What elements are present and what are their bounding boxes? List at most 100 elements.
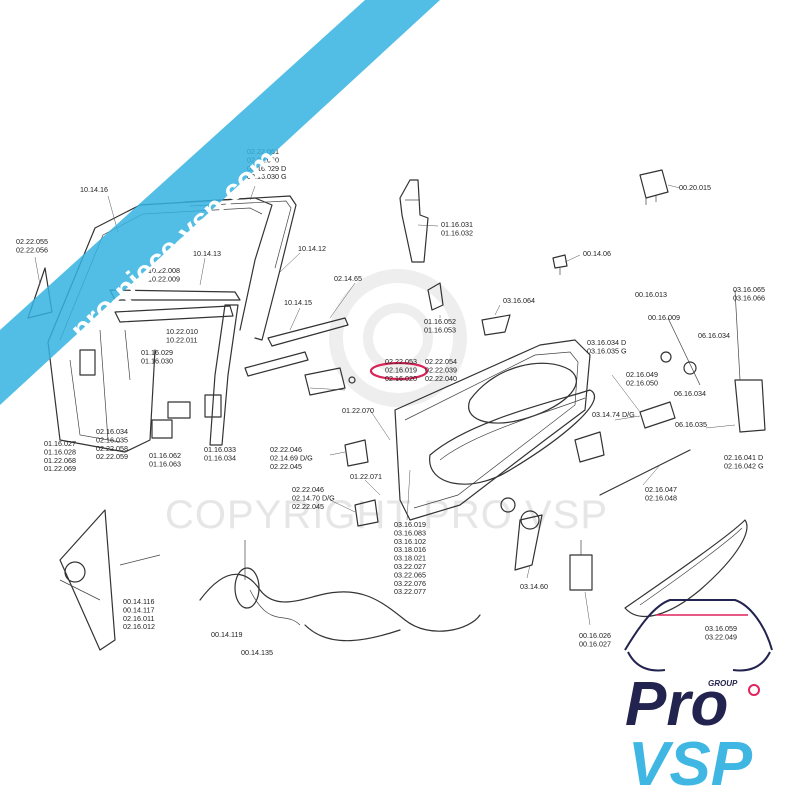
part-number: 01.16.052 (424, 317, 456, 326)
leader-lines (34, 184, 736, 626)
part-number: 02.16.050 (626, 378, 658, 387)
part-number: 03.16.034 D (587, 338, 626, 347)
part-number: 10.14.16 (80, 185, 108, 194)
relay-part (639, 169, 669, 205)
copyright-text: COPYRIGHT PRO VSP (165, 493, 608, 537)
part-number: 01.16.031 (441, 220, 473, 229)
part-number: 00.20.015 (679, 183, 711, 192)
part-number: 02.16.020 (385, 374, 417, 383)
label-group-08: 10.14.15 (284, 298, 312, 307)
label-group-30: 03.14.74 D/G (592, 410, 635, 419)
part-number: 03.16.019 (394, 520, 426, 529)
part-number: 02.16.030 G (247, 172, 287, 181)
part-number: 00.14.116 (123, 597, 154, 606)
provsp-logo: GROUP Pro VSP (624, 599, 773, 799)
door-panel-part (394, 339, 596, 521)
banner-strip (0, 0, 440, 405)
part-number: 03.16.066 (733, 293, 765, 302)
part-number: 02.16.048 (645, 493, 677, 502)
part-number: 01.16.034 (204, 453, 236, 462)
part-number: 10.14.13 (193, 249, 221, 258)
part-number: 03.22.076 (394, 579, 426, 588)
part-number: 02.14.70 D/G (292, 493, 335, 502)
part-number: 01.16.030 (141, 356, 173, 365)
small-parts (344, 439, 516, 527)
small-bracket-part (427, 282, 444, 311)
part-number: 02.14.65 (334, 274, 362, 283)
label-group-22: 00.16.009 (648, 313, 680, 322)
part-number: 01.16.062 (149, 451, 181, 460)
part-number: 06.16.034 (698, 331, 730, 340)
highlight-circle (369, 361, 429, 381)
label-group-38: 03.14.60 (520, 582, 548, 591)
label-group-07: 02.14.65 (334, 274, 362, 283)
window-crank-part (514, 510, 543, 571)
hinge-plate-part (304, 367, 356, 396)
part-number: 02.16.029 D (247, 164, 286, 173)
armrest-part (624, 519, 748, 617)
bracket-part (399, 179, 429, 263)
handle-cup-part (481, 314, 511, 336)
glass-seal-strip (184, 195, 297, 341)
clip-part (552, 254, 568, 275)
part-number: 01.16.027 (44, 439, 76, 448)
part-number: 10.22.009 (148, 274, 180, 283)
part-number: 06.16.034 (674, 389, 706, 398)
label-group-16: 00.20.015 (679, 183, 711, 192)
label-group-04: 10.14.13 (193, 249, 221, 258)
logo-gear-icon (748, 684, 760, 696)
label-group-31: 06.16.035 (675, 420, 707, 429)
switch-part (569, 540, 593, 591)
part-number: 02.22.055 (16, 237, 48, 246)
part-number: 10.14.15 (284, 298, 312, 307)
label-group-19: 03.16.064 (503, 296, 535, 305)
part-number: 01.16.063 (149, 459, 181, 468)
part-number: 02.14.69 D/G (270, 453, 313, 462)
part-number: 02.22.040 (425, 374, 457, 383)
part-number: 01.22.068 (44, 456, 76, 465)
part-number: 02.22.046 (292, 485, 324, 494)
part-number: 02.16.047 (645, 485, 677, 494)
interior-handle-part (639, 401, 676, 429)
wiring-harness-part (199, 540, 481, 642)
label-group-20: 00.16.013 (635, 290, 667, 299)
part-number: 02.16.019 (385, 365, 417, 374)
label-group-02: 10.14.16 (80, 185, 108, 194)
part-number: 03.16.059 (705, 624, 737, 633)
part-number: 03.22.027 (394, 562, 426, 571)
label-group-29: 01.22.070 (342, 406, 374, 415)
part-labels: 02.22.06102.22.06002.16.029 D02.16.030 G… (16, 147, 765, 657)
part-number: 10.14.12 (298, 244, 326, 253)
part-number: 10.22.011 (166, 335, 197, 344)
part-number: 00.16.009 (648, 313, 680, 322)
part-number: 10.22.008 (148, 266, 180, 275)
part-number: 03.16.035 G (587, 346, 627, 355)
part-number: 02.22.039 (425, 365, 457, 374)
rod-part (599, 449, 691, 496)
part-number: 02.16.041 D (724, 453, 763, 462)
part-number: 03.22.077 (394, 587, 426, 596)
label-group-34: 01.22.071 (350, 472, 382, 481)
part-number: 03.18.016 (394, 545, 426, 554)
part-number: 00.16.027 (579, 639, 611, 648)
bezel-part (574, 431, 605, 463)
part-number: 02.22.046 (270, 445, 302, 454)
part-number: 03.22.065 (394, 570, 426, 579)
part-number: 02.22.045 (270, 462, 302, 471)
copyright-watermark: COPYRIGHT PRO VSP (165, 269, 608, 537)
label-group-26: 06.16.034 (674, 389, 706, 398)
